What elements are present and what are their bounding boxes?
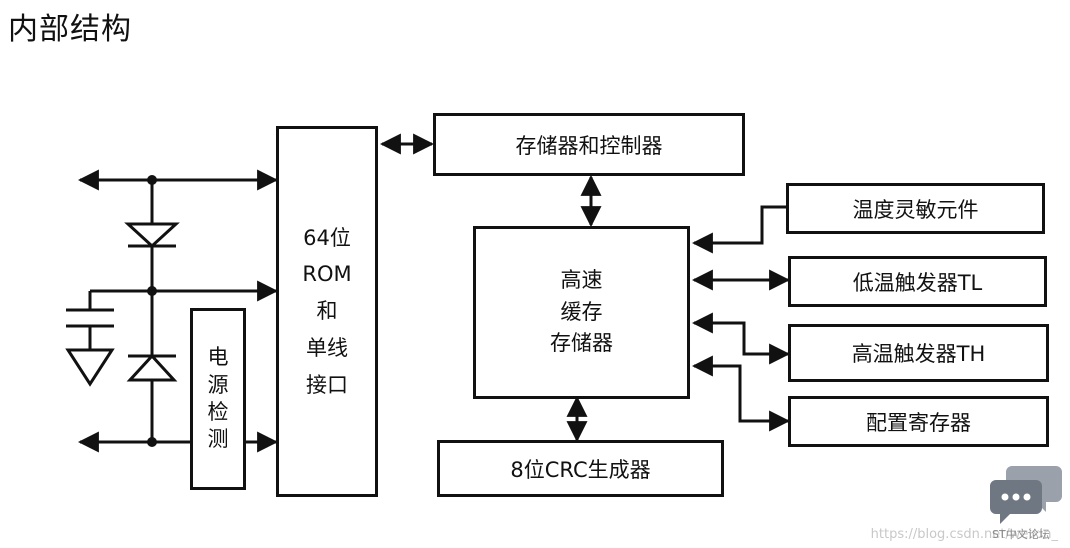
diode-top-icon: [124, 222, 180, 249]
power-char-4: 测: [207, 427, 229, 452]
ground-icon: [65, 348, 115, 387]
rom-line-3: 和: [316, 299, 338, 324]
page-title: 内部结构: [8, 12, 132, 47]
junction-dot: [147, 175, 157, 185]
th-trigger-block: 高温触发器TH: [788, 324, 1049, 382]
rom-line-1: 64位: [303, 225, 351, 250]
power-char-2: 源: [207, 372, 229, 397]
rom-line-2: ROM: [302, 262, 352, 287]
tl-trigger-block: 低温触发器TL: [788, 256, 1047, 307]
th-cache-arrow: [691, 312, 791, 365]
rom-line-4: 单线: [306, 335, 348, 360]
cache-line-1: 高速: [560, 268, 603, 293]
cache-line-2: 缓存: [560, 299, 603, 324]
junction-dot: [147, 286, 157, 296]
chat-bubble-icon: [990, 462, 1062, 528]
watermark-url: https://blog.csdn.net/weixin_: [870, 527, 1058, 542]
memory-controller-block: 存储器和控制器: [433, 113, 745, 176]
crc-generator-block: 8位CRC生成器: [437, 440, 724, 497]
temp-sensor-block: 温度灵敏元件: [786, 183, 1045, 234]
power-detect-block: 电 源 检 测: [190, 308, 246, 490]
junction-dot: [147, 437, 157, 447]
power-char-1: 电: [207, 345, 229, 370]
config-cache-arrow: [691, 355, 791, 432]
config-register-block: 配置寄存器: [788, 396, 1049, 447]
sensor-cache-arrow: [691, 205, 786, 254]
diode-bottom-icon: [126, 353, 178, 382]
watermark-brand: ST中文论坛: [992, 528, 1050, 541]
cache-memory-block: 高速 缓存 存储器: [473, 226, 690, 399]
rom-line-5: 接口: [306, 372, 348, 397]
rom-interface-block: 64位 ROM 和 单线 接口: [276, 126, 378, 497]
power-char-3: 检: [207, 400, 229, 424]
cache-line-3: 存储器: [550, 331, 613, 356]
